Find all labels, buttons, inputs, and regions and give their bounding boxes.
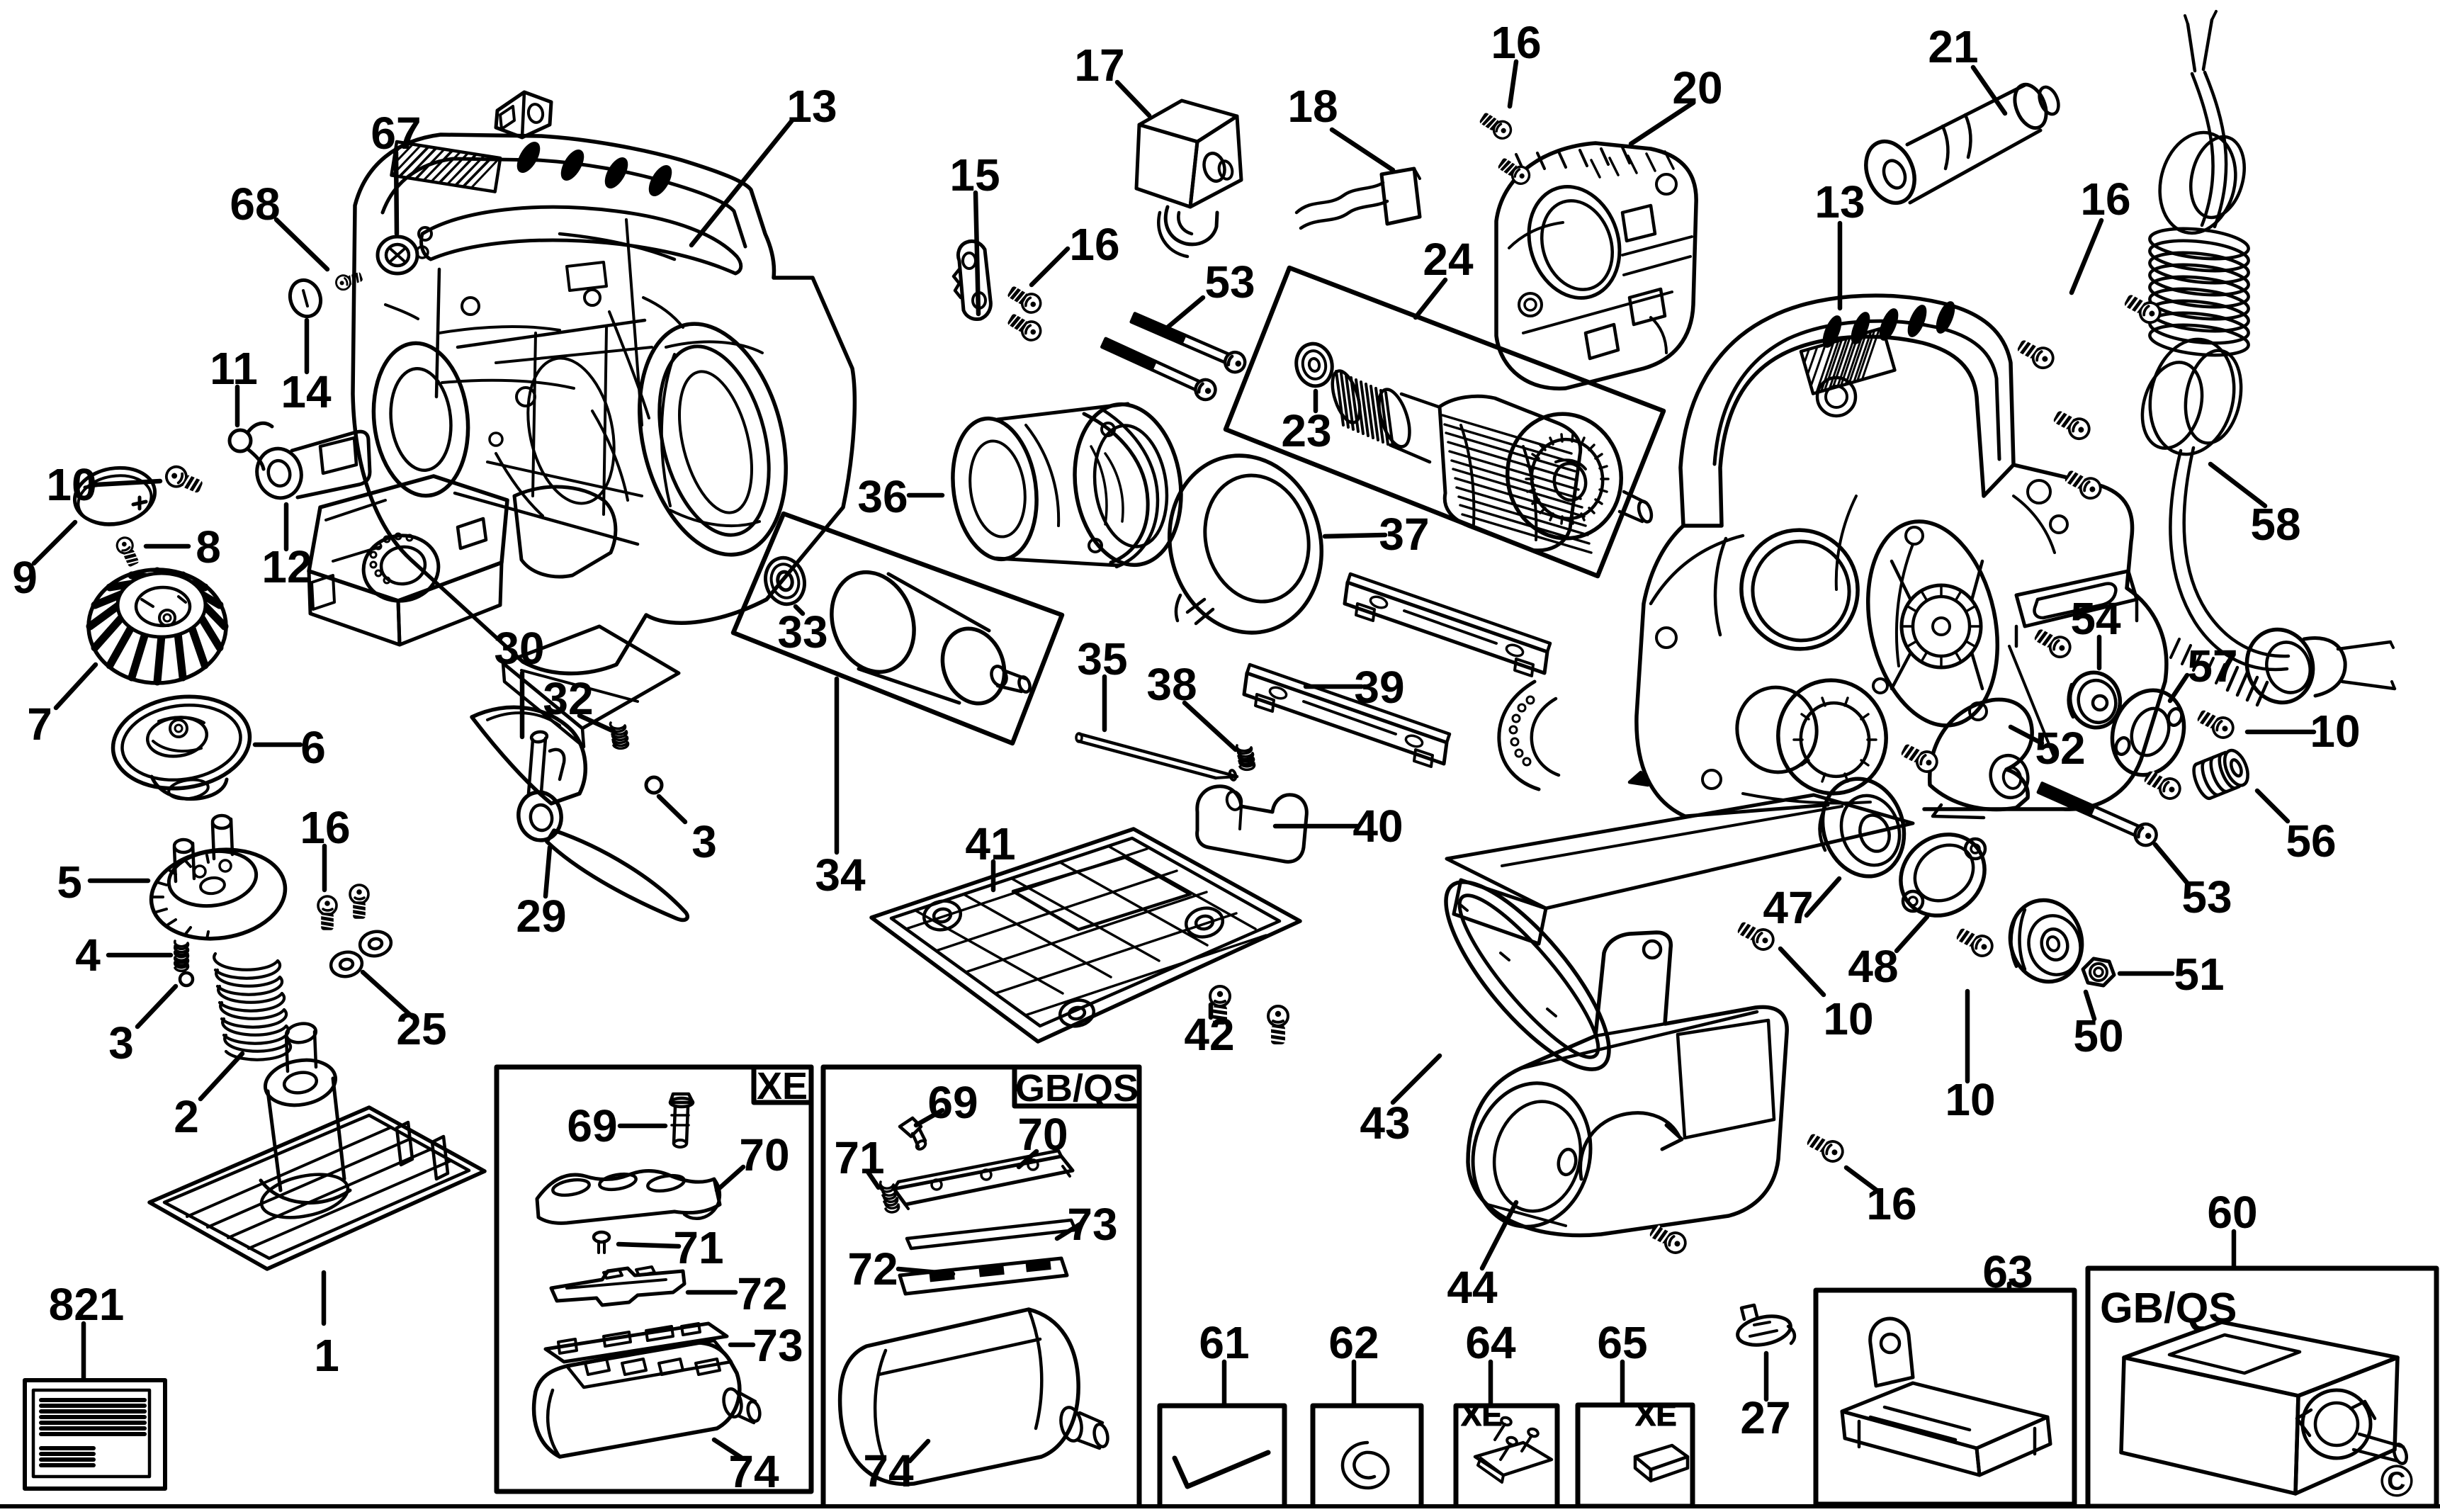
svg-text:24: 24 (1423, 234, 1474, 285)
svg-text:XE: XE (757, 1065, 808, 1107)
svg-text:61: 61 (1199, 1317, 1249, 1368)
svg-text:10: 10 (1823, 993, 1873, 1044)
svg-text:XE: XE (1635, 1398, 1677, 1433)
svg-text:10: 10 (2310, 706, 2360, 757)
svg-text:10: 10 (1945, 1074, 1995, 1125)
svg-text:39: 39 (1354, 662, 1404, 713)
svg-text:23: 23 (1281, 405, 1331, 456)
svg-text:37: 37 (1379, 509, 1429, 560)
svg-text:821: 821 (49, 1279, 125, 1330)
svg-text:3: 3 (108, 1017, 134, 1068)
svg-text:52: 52 (2035, 723, 2085, 774)
svg-text:GB/QS: GB/QS (2100, 1285, 2237, 1332)
svg-text:73: 73 (1067, 1199, 1117, 1250)
svg-text:8: 8 (196, 521, 221, 572)
svg-text:12: 12 (261, 541, 312, 592)
svg-text:5: 5 (57, 857, 82, 908)
svg-text:54: 54 (2070, 593, 2121, 644)
svg-text:30: 30 (494, 623, 544, 674)
svg-text:53: 53 (1204, 256, 1255, 308)
svg-text:70: 70 (1017, 1109, 1068, 1160)
svg-text:58: 58 (2250, 499, 2300, 550)
svg-text:60: 60 (2207, 1187, 2257, 1238)
svg-text:35: 35 (1077, 633, 1127, 684)
svg-text:16: 16 (1069, 219, 1119, 270)
svg-text:4: 4 (75, 930, 101, 981)
svg-text:34: 34 (815, 850, 866, 901)
svg-text:©: © (2380, 1455, 2413, 1506)
svg-text:68: 68 (230, 179, 280, 230)
svg-text:53: 53 (2181, 871, 2232, 923)
svg-text:74: 74 (863, 1445, 914, 1496)
svg-text:56: 56 (2286, 816, 2336, 867)
svg-text:16: 16 (1866, 1178, 1916, 1229)
svg-text:18: 18 (1287, 81, 1338, 132)
svg-text:9: 9 (12, 552, 38, 603)
svg-text:1: 1 (314, 1330, 339, 1381)
svg-text:15: 15 (949, 149, 1000, 201)
svg-text:14: 14 (281, 366, 332, 417)
svg-text:44: 44 (1447, 1262, 1498, 1313)
svg-text:33: 33 (777, 607, 828, 658)
svg-text:40: 40 (1352, 801, 1403, 852)
svg-text:3: 3 (691, 816, 717, 867)
svg-text:51: 51 (2174, 949, 2224, 1000)
svg-text:71: 71 (673, 1222, 723, 1273)
svg-text:42: 42 (1184, 1009, 1234, 1060)
svg-text:17: 17 (1074, 40, 1124, 91)
svg-text:21: 21 (1928, 21, 1978, 72)
svg-text:72: 72 (737, 1268, 787, 1319)
svg-text:43: 43 (1360, 1098, 1410, 1149)
svg-text:50: 50 (2073, 1010, 2123, 1061)
svg-text:16: 16 (300, 802, 350, 853)
svg-text:74: 74 (728, 1446, 779, 1497)
svg-text:72: 72 (847, 1243, 898, 1294)
svg-text:57: 57 (2187, 641, 2237, 692)
svg-text:65: 65 (1597, 1317, 1647, 1368)
svg-text:XE: XE (1461, 1398, 1503, 1433)
svg-text:27: 27 (1740, 1392, 1790, 1443)
svg-text:16: 16 (1491, 17, 1541, 68)
svg-text:6: 6 (300, 722, 326, 773)
svg-text:13: 13 (786, 81, 837, 132)
svg-text:29: 29 (516, 891, 566, 942)
svg-text:10: 10 (46, 459, 96, 510)
svg-text:62: 62 (1328, 1317, 1379, 1368)
svg-text:7: 7 (27, 699, 52, 750)
svg-text:63: 63 (1982, 1246, 2033, 1297)
svg-text:2: 2 (174, 1091, 199, 1142)
svg-text:38: 38 (1146, 659, 1197, 710)
svg-text:67: 67 (371, 108, 421, 159)
svg-text:13: 13 (1814, 176, 1865, 227)
svg-text:20: 20 (1672, 62, 1722, 113)
svg-text:73: 73 (752, 1320, 803, 1371)
svg-text:69: 69 (567, 1100, 617, 1151)
svg-text:32: 32 (543, 673, 593, 724)
svg-text:64: 64 (1465, 1317, 1516, 1368)
svg-text:70: 70 (739, 1129, 789, 1180)
svg-text:11: 11 (210, 343, 258, 394)
svg-text:47: 47 (1763, 882, 1813, 933)
svg-text:69: 69 (927, 1077, 978, 1128)
svg-text:41: 41 (965, 818, 1015, 869)
svg-text:GB/QS: GB/QS (1015, 1067, 1139, 1110)
svg-text:48: 48 (1848, 941, 1898, 992)
svg-text:71: 71 (834, 1132, 884, 1183)
svg-text:25: 25 (396, 1003, 446, 1054)
svg-text:16: 16 (2080, 174, 2130, 225)
svg-text:36: 36 (857, 471, 908, 522)
